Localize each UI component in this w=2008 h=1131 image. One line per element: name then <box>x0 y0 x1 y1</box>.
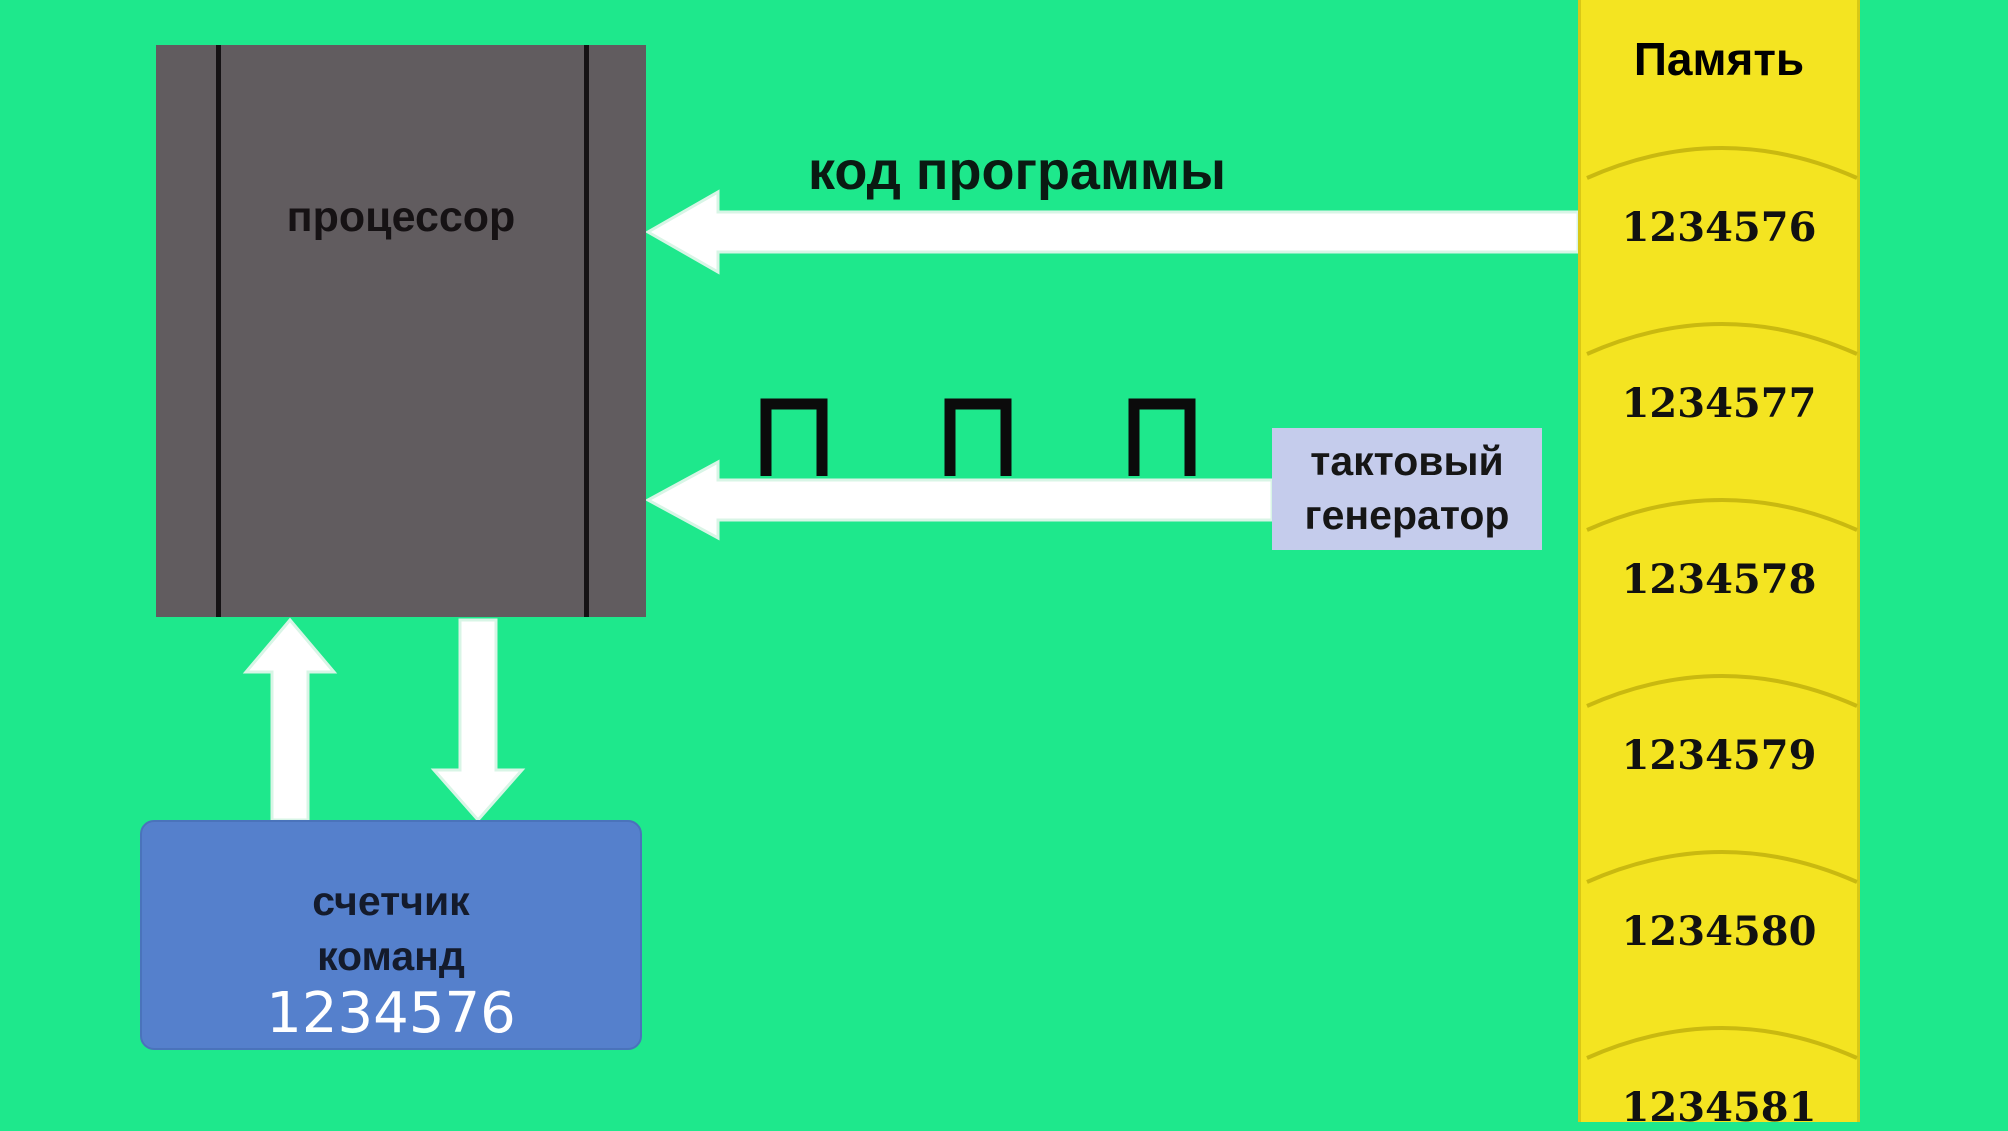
processor-block: процессор <box>156 45 646 617</box>
memory-cell-value: 1234576 <box>1621 204 1817 251</box>
memory-cell-separator <box>1586 322 1858 356</box>
memory-cell-value: 1234577 <box>1621 380 1817 427</box>
counter-label-line2: команд <box>317 933 465 979</box>
memory-cell-separator <box>1586 1026 1858 1060</box>
clock-generator-box: тактовый генератор <box>1272 428 1542 550</box>
memory-cell-separator <box>1586 498 1858 532</box>
memory-cell-separator <box>1586 850 1858 884</box>
memory-cell-value: 1234578 <box>1621 556 1817 603</box>
code-bus-label: код программы <box>808 141 1226 201</box>
clock-pulse <box>1128 398 1196 476</box>
memory-cell-value: 1234579 <box>1621 732 1817 779</box>
memory-cell-value: 1234581 <box>1621 1084 1817 1131</box>
processor-right-rail <box>584 45 589 617</box>
processor-left-rail <box>216 45 221 617</box>
clock-label-line2: генератор <box>1304 492 1510 538</box>
memory-cell-separator <box>1586 146 1858 180</box>
clock-label-line1: тактовый <box>1310 438 1504 484</box>
clock-pulse <box>944 398 1012 476</box>
counter-label-line1: счетчик <box>312 878 470 924</box>
memory-column: Память 1234576 1234577 1234578 1234579 12345… <box>1578 0 1860 1131</box>
processor-to-counter-arrow <box>430 618 526 823</box>
processor-label: процессор <box>286 193 516 241</box>
code-bus-arrow <box>644 189 1580 275</box>
counter-value: 1234576 <box>266 981 516 1046</box>
program-counter-block: счетчик команд 1234576 <box>140 820 642 1050</box>
memory-title: Память <box>1633 33 1805 85</box>
clock-pulses <box>760 398 1196 476</box>
memory-cell-separators <box>1586 146 1858 1060</box>
clock-bus-arrow <box>644 459 1274 541</box>
clock-pulse <box>760 398 828 476</box>
memory-cell-separator <box>1586 674 1858 708</box>
counter-to-processor-arrow <box>242 617 338 822</box>
memory-cell-value: 1234580 <box>1621 908 1817 955</box>
